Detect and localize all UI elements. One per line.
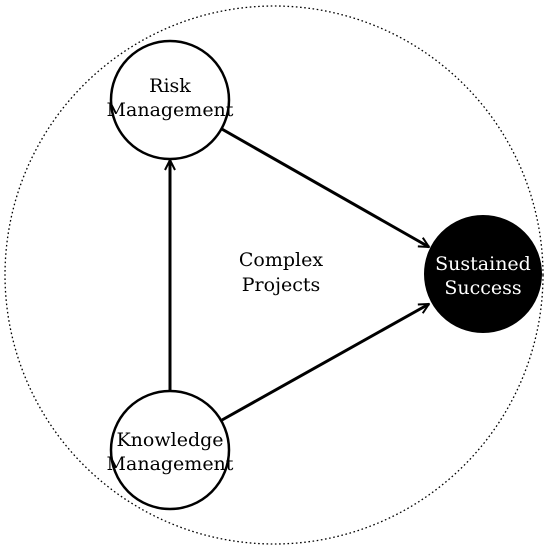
complex-projects-boundary	[4, 5, 544, 545]
knowledge-management-label-line2: Management	[107, 453, 234, 475]
sustained-success-label-line2: Success	[444, 277, 521, 299]
edge-risk-to-success	[219, 126, 429, 249]
edge-knowledge-to-success	[221, 302, 429, 422]
sustained-success-label-line1: Sustained	[435, 253, 531, 275]
risk-management-label-line1: Risk	[149, 75, 191, 97]
complex-projects-label-line1: Complex	[239, 249, 323, 271]
knowledge-management-label-line1: Knowledge	[116, 429, 223, 451]
knowledge-management-node	[109, 389, 231, 511]
risk-management-node	[109, 39, 231, 161]
complex-projects-label-line2: Projects	[242, 274, 320, 296]
sustained-success-node	[424, 215, 542, 333]
risk-management-label-line2: Management	[107, 99, 234, 121]
